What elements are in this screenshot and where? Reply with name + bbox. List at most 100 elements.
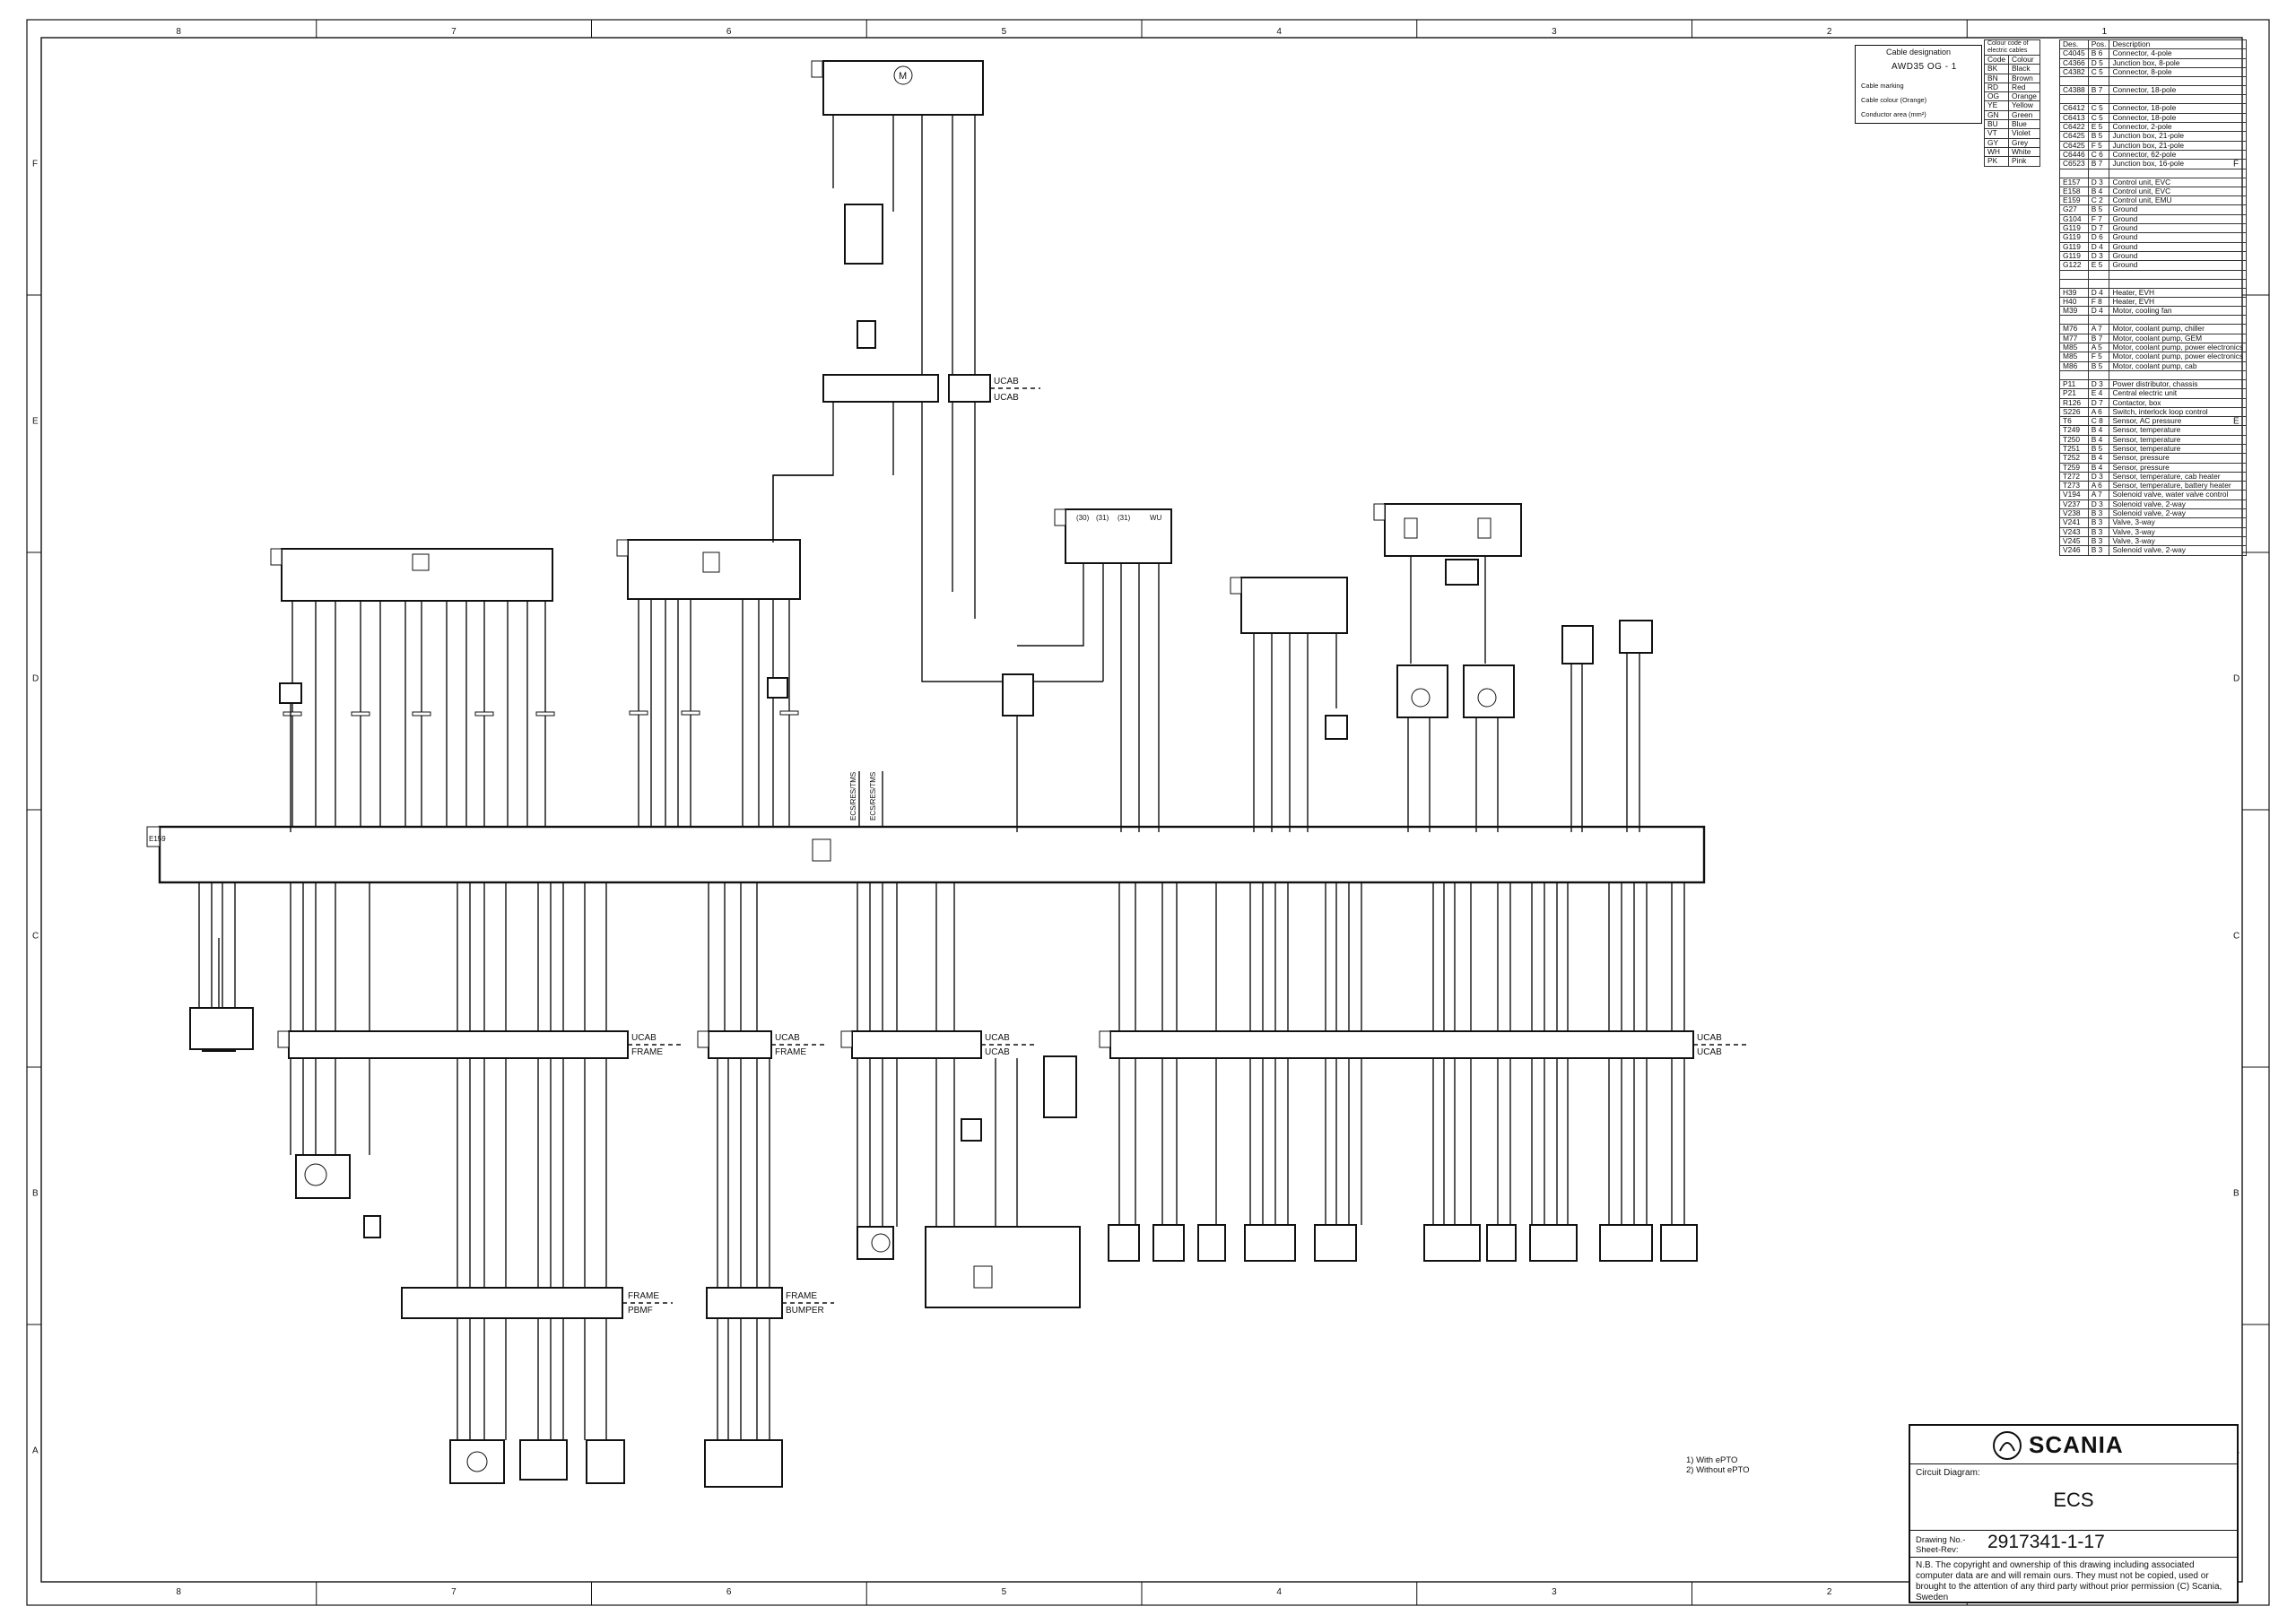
component-row xyxy=(2059,269,2248,280)
row-label-D: D xyxy=(32,674,39,684)
connector-label-1: FRAME xyxy=(631,1047,663,1057)
column-label-3: 3 xyxy=(1552,27,1557,37)
column-label-8: 8 xyxy=(176,1587,181,1597)
circuit-name: ECS xyxy=(2053,1489,2094,1511)
cable-legend-example: AWD35 OG - 1 xyxy=(1892,62,1957,72)
footnote-2: 2) Without ePTO xyxy=(1686,1465,1750,1475)
row-label-F: F xyxy=(32,160,38,169)
sensor-box-9 xyxy=(1660,1224,1698,1262)
control-unit-left xyxy=(270,548,553,602)
sheet-column-labels: 8877665544332211 xyxy=(176,27,2107,1597)
footnote-1: 1) With ePTO xyxy=(1686,1455,1738,1465)
row-label-C: C xyxy=(32,932,39,942)
motor-m85-top: M xyxy=(811,60,984,116)
column-label-7: 7 xyxy=(451,27,457,37)
evc-unit xyxy=(1230,577,1348,634)
footnotes: 1) With ePTO 2) Without ePTO xyxy=(1686,1455,1750,1475)
component-header: Pos. xyxy=(2087,39,2110,50)
component-row xyxy=(2059,94,2248,105)
main-control-unit-e159: E159 xyxy=(146,825,1706,884)
row-label-A: A xyxy=(32,1446,39,1456)
ucab-label-top2: UCAB xyxy=(994,393,1019,403)
column-label-8: 8 xyxy=(176,27,181,37)
ucab-label-top: UCAB xyxy=(994,377,1019,386)
circuit-diagram-label: Circuit Diagram: xyxy=(1916,1468,1980,1478)
column-label-2: 2 xyxy=(1827,27,1832,37)
drawing-number: 2917341-1-17 xyxy=(1987,1532,2105,1552)
component-row xyxy=(2059,315,2248,326)
relay-label-wu: WU xyxy=(1150,514,1162,522)
connector-label-3: UCAB xyxy=(985,1047,1010,1057)
control-unit-middle xyxy=(616,539,801,600)
connector-block-3 xyxy=(851,1030,982,1059)
row-label-E: E xyxy=(32,417,39,427)
cable-legend-marking: Cable marking xyxy=(1861,82,1904,90)
component-row xyxy=(2059,168,2248,178)
sensor-box-2 xyxy=(1197,1224,1226,1262)
connector-block-1 xyxy=(288,1030,629,1059)
relay-box: (30) (31) (31) WU xyxy=(1054,508,1172,564)
colour-code-header: Colour xyxy=(2008,54,2040,65)
column-label-6: 6 xyxy=(726,1587,732,1597)
ecs-res-tms-label-2: ECS/RES/TMS xyxy=(869,772,877,821)
component-row xyxy=(2059,369,2248,380)
main-unit-label: E159 xyxy=(149,835,166,843)
fan-control-unit xyxy=(1373,503,1522,557)
row-label-B: B xyxy=(2233,1189,2239,1199)
scania-logo-area: SCANIA xyxy=(1910,1426,2237,1464)
component-header: Des. xyxy=(2059,39,2089,50)
sensor-box-0 xyxy=(1108,1224,1140,1262)
title-block: SCANIA Circuit Diagram: ECS Drawing No.-… xyxy=(1909,1424,2239,1603)
drawing-no-label: Drawing No.- xyxy=(1916,1535,1966,1545)
drawing-number-label: Drawing No.- Sheet-Rev: xyxy=(1916,1535,1965,1555)
ucab-label-1: UCAB xyxy=(631,1033,657,1043)
cable-legend-title: Cable designation xyxy=(1885,48,1952,56)
sensor-box-5 xyxy=(1423,1224,1481,1262)
sensor-box-4 xyxy=(1314,1224,1357,1262)
component-row xyxy=(2059,278,2248,289)
connector-label-4: UCAB xyxy=(1697,1047,1722,1057)
row-label-C: C xyxy=(2233,932,2239,942)
connector-block-4 xyxy=(1109,1030,1694,1059)
sensor-box-7 xyxy=(1529,1224,1578,1262)
